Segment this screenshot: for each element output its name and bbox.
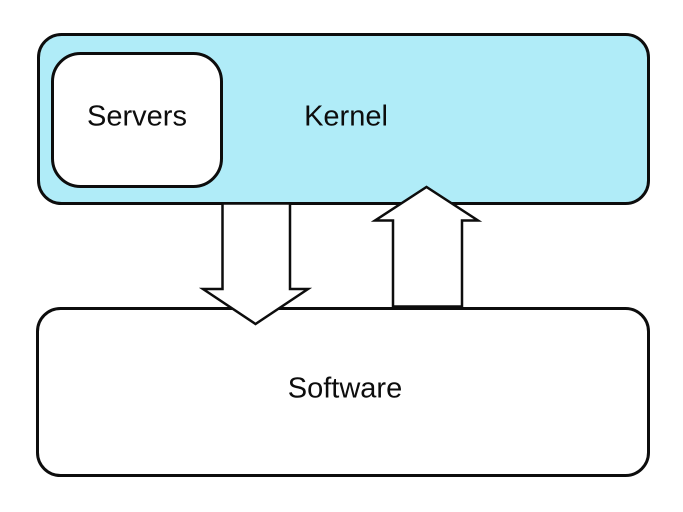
up-block-arrow (370, 185, 483, 308)
servers-label: Servers (87, 100, 187, 133)
servers-box (51, 52, 223, 188)
software-label: Software (287, 372, 403, 405)
down-block-arrow (198, 202, 313, 326)
kernel-label: Kernel (304, 100, 388, 133)
software-box (36, 307, 650, 477)
